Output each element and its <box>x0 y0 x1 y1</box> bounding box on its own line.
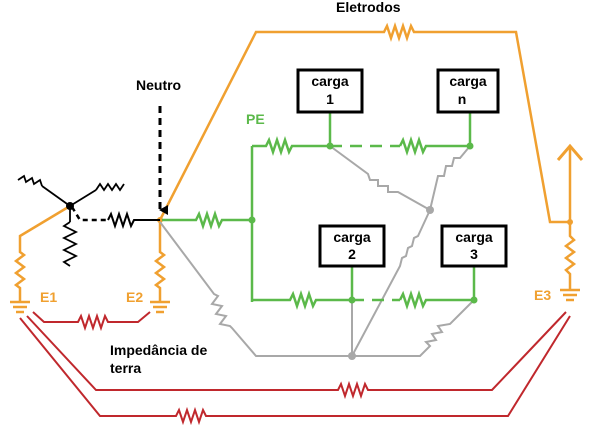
electrode-network <box>13 22 584 302</box>
load-1-number: 1 <box>326 91 334 107</box>
neutral-resistor <box>107 210 160 230</box>
load-3-number: 3 <box>470 246 478 262</box>
gray-right-diagonal <box>352 301 473 357</box>
impedance-e1-e3-inner <box>26 311 567 400</box>
load-2-title: carga <box>333 229 371 245</box>
gray-diag-2 <box>429 145 471 211</box>
electrodes-label: Eletrodos <box>336 0 401 15</box>
load-box-2: carga 2 <box>318 224 386 268</box>
earth-impedance-network <box>19 311 571 426</box>
earth-impedance-label-line2: terra <box>110 360 141 376</box>
pe-top-resistor-2 <box>398 136 470 156</box>
e3-arrow <box>556 143 584 161</box>
transformer-star <box>17 174 125 267</box>
gray-diag-1 <box>329 145 431 211</box>
load-box-1: carga 1 <box>296 68 364 114</box>
impedance-e1-e2 <box>32 311 151 332</box>
load-3-title: carga <box>455 229 493 245</box>
e3-conductor <box>563 146 577 290</box>
load-n-title: carga <box>449 73 487 89</box>
load-box-n: carga n <box>436 68 500 114</box>
gray-node-bottom <box>348 352 356 360</box>
gray-diag-3 <box>351 209 431 357</box>
soil-network <box>159 145 473 357</box>
pe-feed <box>162 210 250 230</box>
e1-label: E1 <box>40 289 57 305</box>
pe-bottom-resistor-2 <box>398 290 474 310</box>
e2-conductor <box>153 220 167 302</box>
e3-junction <box>567 219 573 225</box>
load-n-number: n <box>458 91 467 107</box>
impedance-e1-e3-outer <box>19 315 571 426</box>
e2-label: E2 <box>126 289 143 305</box>
neutral-wire <box>70 206 108 222</box>
pe-network <box>162 112 476 310</box>
pe-bottom-branch <box>252 290 352 310</box>
earth-impedance-label-line1: Impedância de <box>110 342 207 358</box>
gray-left-diagonal <box>159 221 352 357</box>
electrode-link-wire <box>158 22 572 224</box>
load-2-number: 2 <box>348 246 356 262</box>
e1-conductor <box>13 204 71 302</box>
neutral-label: Neutro <box>136 77 181 93</box>
pe-label: PE <box>246 111 265 127</box>
ground-symbols <box>10 288 580 314</box>
pe-nodes <box>248 142 478 304</box>
gray-node-top <box>426 206 434 214</box>
load-1-title: carga <box>311 73 349 89</box>
e3-label: E3 <box>534 287 551 303</box>
load-box-3: carga 3 <box>440 224 508 268</box>
pe-top-branch <box>252 136 330 156</box>
